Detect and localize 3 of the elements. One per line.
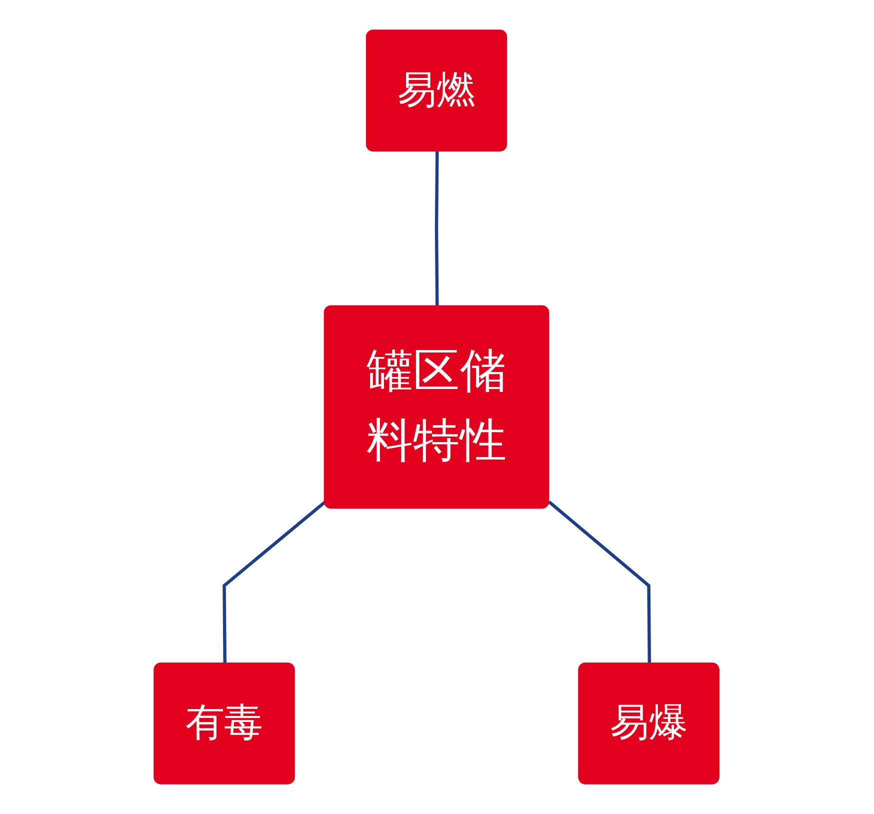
connector [435, 151, 440, 307]
connector [548, 500, 652, 664]
connector [223, 500, 327, 664]
